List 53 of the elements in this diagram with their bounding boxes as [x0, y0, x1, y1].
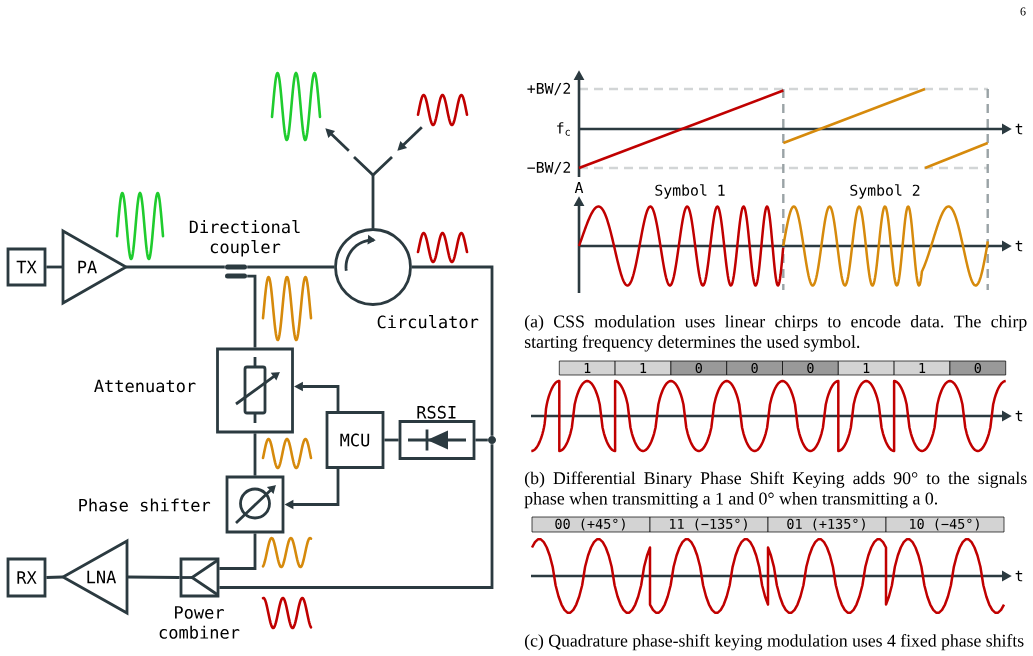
symbol-cell: 00 (+45°)	[531, 516, 651, 533]
page-number: 6	[1020, 7, 1026, 16]
caption: (c) Quadrature phase-shift keying modulation uses 4 fixed phase shifts	[525, 634, 1024, 651]
connector-line	[219, 533, 257, 570]
sine-wave	[270, 71, 322, 142]
component-label: Circulator	[377, 315, 479, 329]
connector-line	[46, 575, 63, 579]
component-label: Attenuator	[94, 379, 196, 393]
bit-cell: 1	[614, 360, 672, 376]
tick-label: −BW/2	[527, 161, 571, 175]
bit-cell: 1	[837, 360, 895, 376]
bit-cell: 0	[949, 360, 1007, 376]
connector-line	[247, 265, 335, 269]
terminal-box: RX	[6, 557, 47, 598]
component-label: Power combiner	[159, 606, 240, 639]
mcu-box: MCU	[325, 411, 385, 469]
symbol-label: Symbol 1	[655, 184, 725, 199]
bit-cell: 0	[726, 360, 783, 376]
connector-line	[371, 175, 375, 229]
sine-wave	[416, 93, 469, 127]
symbol-cell: 11 (−135°)	[649, 516, 769, 533]
axis-label: A	[574, 182, 584, 193]
axis-label: t	[1015, 410, 1023, 422]
connector-line	[126, 265, 225, 269]
bit-cell: 0	[782, 360, 839, 376]
bit-cell: 1	[558, 360, 616, 376]
connector-line	[253, 433, 257, 476]
symbol-cell: 10 (−45°)	[885, 516, 1005, 533]
bit-cell: 0	[670, 360, 728, 376]
connector-line	[219, 444, 494, 589]
component-label: Directional coupler	[189, 220, 300, 257]
tick-label: f$_{c}$	[557, 122, 570, 136]
axis-label: t	[1015, 123, 1023, 135]
connector-line	[46, 265, 63, 269]
symbol-cell: 01 (+135°)	[767, 516, 887, 533]
antenna-symbol	[353, 156, 393, 177]
terminal-box: TX	[6, 247, 47, 287]
caption: (b) Differential Binary Phase Shift Keying adds 90° to the signals phase when transmitting a 1 and 0° when transmitting a 0.	[524, 471, 1027, 509]
component-label: Phase shifter	[79, 498, 211, 512]
caption: (a) CSS modulation uses linear chirps to encode data. The chirp starting frequency determines the used symbol.	[524, 314, 1027, 352]
connector-line	[411, 265, 494, 436]
arrow	[325, 128, 350, 152]
axis-label: t	[1015, 240, 1023, 252]
bit-cell: 1	[893, 360, 951, 376]
arrow	[397, 126, 423, 151]
symbol-label: Symbol 2	[850, 184, 920, 199]
connector-line	[384, 438, 399, 442]
connector-line	[475, 438, 488, 442]
axis-label: t	[1015, 570, 1023, 582]
tick-label: +BW/2	[527, 82, 571, 96]
component-label: RSSI	[417, 405, 456, 419]
connector-line	[247, 274, 257, 348]
connector-line	[127, 575, 180, 579]
